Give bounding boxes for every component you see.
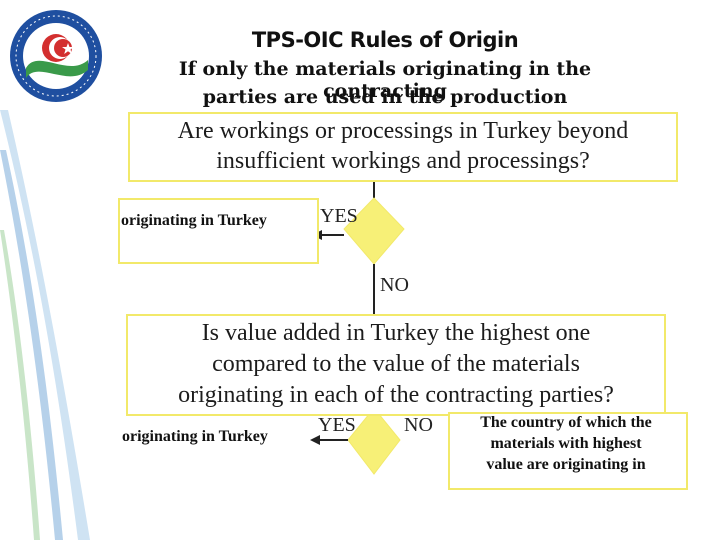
- question2-line3: originating in each of the contracting p…: [178, 382, 614, 408]
- result2-text: originating in Turkey: [122, 428, 268, 445]
- question-box-1: Are workings or processings in Turkey be…: [128, 112, 678, 182]
- question-box-2: Is value added in Turkey the highest one…: [126, 314, 666, 416]
- question1-line2: insufficient workings and processings?: [216, 148, 590, 174]
- decision-diamond-2: [347, 407, 401, 475]
- yes-label-1: YES: [320, 205, 358, 227]
- ministry-seal-icon: [10, 10, 102, 102]
- result3-line2: materials with highest: [490, 435, 642, 452]
- question2-line2: compared to the value of the materials: [212, 351, 580, 377]
- result-box-3: [448, 412, 688, 490]
- slide-subtitle-line2: parties are used in the production: [202, 86, 568, 108]
- question2-line1: Is value added in Turkey the highest one: [201, 320, 591, 346]
- result3-line1: The country of which the: [480, 414, 652, 431]
- decorative-swoosh: [0, 110, 90, 540]
- result3-line3: value are originating in: [486, 456, 646, 473]
- result-box-1: [118, 198, 319, 264]
- result1-text: originating in Turkey: [121, 212, 267, 229]
- yes-label-2: YES: [318, 414, 356, 436]
- question1-line1: Are workings or processings in Turkey be…: [177, 118, 629, 144]
- slide-title: TPS-OIC Rules of Origin: [251, 28, 519, 52]
- no-label-1: NO: [380, 274, 409, 296]
- slide-subtitle-line1: If only the materials originating in the…: [178, 58, 592, 102]
- result3-text: The country of which the materials with …: [448, 412, 684, 475]
- no-label-2: NO: [404, 414, 433, 436]
